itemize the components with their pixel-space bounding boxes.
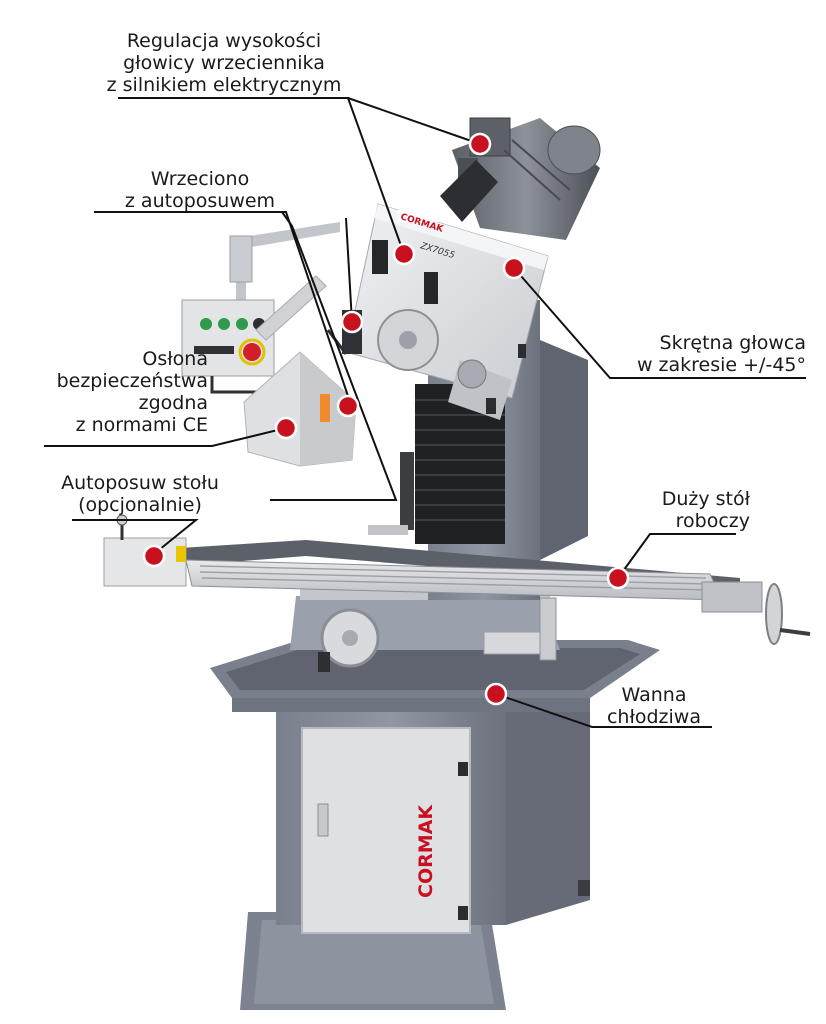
- callout-table-feed: Autoposuw stołu (opcjonalnie): [54, 472, 226, 516]
- safety-guard: [243, 275, 357, 467]
- base-cabinet: [240, 668, 590, 1010]
- marker-spindle: [336, 394, 360, 418]
- callout-swivel-head: Skrętna głowca w zakresie +/-45°: [604, 332, 806, 376]
- work-table: [103, 514, 811, 645]
- leader-head-height-2: [347, 97, 481, 145]
- callout-swivel-head-line-1: Skrętna głowca: [659, 332, 806, 354]
- callout-guard-line-1: Osłona: [142, 348, 208, 370]
- callout-guard: Osłona bezpieczeństwa zgodna z normami C…: [30, 348, 208, 436]
- callout-table-feed-line-2: (opcjonalnie): [78, 494, 202, 516]
- callout-head-height-line-1: Regulacja wysokości: [126, 30, 322, 52]
- callout-coolant-tray: Wanna chłodziwa: [594, 684, 714, 728]
- callout-work-table-line-2: roboczy: [675, 510, 750, 532]
- callout-guard-line-2: bezpieczeństwa: [56, 370, 208, 392]
- markers: [142, 132, 630, 706]
- leader-spindle: [94, 211, 351, 403]
- leader-table-feed: [72, 519, 199, 555]
- leader-swivel: [513, 267, 806, 379]
- marker-spindle-lever: [340, 310, 364, 334]
- marker-motor: [468, 132, 492, 156]
- callout-swivel-head-line-2: w zakresie +/-45°: [636, 354, 806, 376]
- callout-work-table-line-1: Duży stół: [661, 488, 750, 510]
- leader-coolant: [495, 693, 712, 728]
- marker-swivel: [502, 256, 526, 280]
- control-panel: [181, 222, 340, 394]
- leader-lines: [44, 97, 806, 728]
- callout-spindle: Wrzeciono z autoposuwem: [110, 168, 290, 212]
- leader-work-table: [617, 533, 736, 579]
- callout-head-height: Regulacja wysokości głowicy wrzeciennika…: [104, 30, 344, 96]
- callout-head-height-line-3: z silnikiem elektrycznym: [106, 74, 342, 96]
- callout-guard-line-4: z normami CE: [75, 414, 208, 436]
- marker-head-height: [392, 242, 416, 266]
- callout-guard-line-3: zgodna: [138, 392, 208, 414]
- leader-spindle-3: [345, 217, 353, 323]
- callout-spindle-line-1: Wrzeciono: [150, 168, 250, 190]
- leader-spindle-2: [270, 211, 398, 501]
- marker-work-table: [606, 566, 630, 590]
- callout-head-height-line-2: głowicy wrzeciennika: [123, 52, 325, 74]
- callout-coolant-tray-line-1: Wanna: [621, 684, 687, 706]
- marker-guard: [274, 416, 298, 440]
- coolant-tray: [210, 640, 660, 712]
- marker-table-feed: [142, 544, 166, 568]
- spindle-motor: [440, 117, 601, 240]
- callout-coolant-tray-line-2: chłodziwa: [606, 706, 701, 728]
- brand-logo-cabinet: CORMAK: [415, 804, 437, 898]
- leader-guard: [44, 427, 287, 447]
- callout-work-table: Duży stół roboczy: [636, 488, 750, 532]
- callout-spindle-line-2: z autoposuwem: [124, 190, 276, 212]
- callout-table-feed-line-1: Autoposuw stołu: [61, 472, 219, 494]
- marker-coolant: [484, 682, 508, 706]
